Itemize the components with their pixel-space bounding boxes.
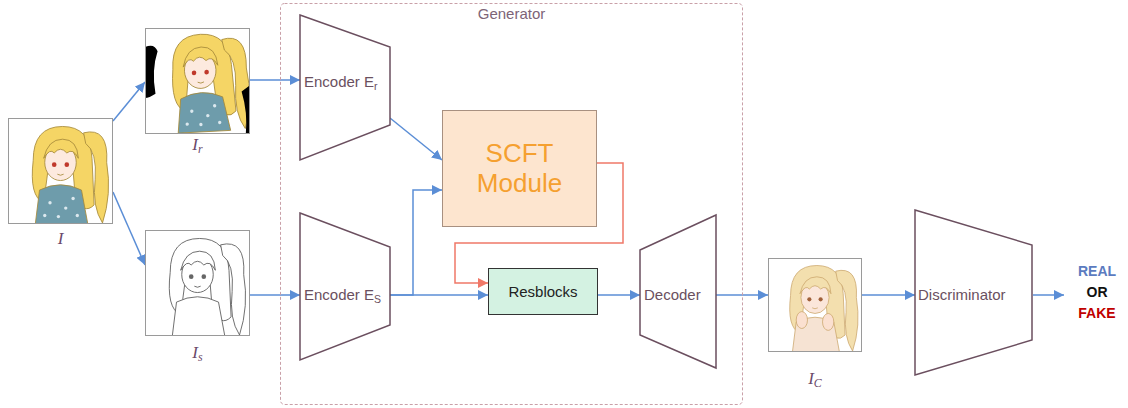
flow-arrow: [250, 79, 300, 81]
output-label-holder: OR: [1068, 283, 1126, 301]
sketch-image: [145, 230, 250, 336]
output-label-holder: FAKE: [1068, 304, 1126, 322]
image-label: IC: [769, 369, 861, 389]
character: [32, 126, 108, 224]
anime-image: [8, 118, 113, 224]
flow-arrow: [598, 294, 640, 296]
discriminator-trapezoid: Discriminator: [915, 210, 1032, 375]
colored-output-image: [768, 258, 862, 352]
reference-image: [145, 28, 250, 134]
decoder-trapezoid: Decoder: [640, 215, 716, 368]
resblock-box: Resblocks: [488, 268, 598, 315]
module-box: SCFT Module: [442, 110, 597, 227]
flow-arrow: [390, 118, 442, 160]
block-label: Encoder ES: [304, 286, 381, 304]
flow-arrow: [113, 82, 145, 121]
output-label: FAKE: [1068, 304, 1126, 322]
character-sketch: [169, 238, 245, 336]
block-label: Discriminator: [918, 286, 1006, 304]
warp-fill: [242, 85, 250, 134]
flow-arrow: [862, 294, 915, 296]
output-label: REAL: [1068, 262, 1126, 280]
block-label: SCFT Module: [465, 139, 575, 199]
output-label-holder: REAL: [1068, 262, 1126, 280]
image-frame: I: [8, 118, 113, 224]
image-frame: IC: [768, 258, 862, 352]
image-frame: Is: [145, 230, 250, 336]
generator-region: GeneratorEncoder Er Encoder ES SCFT Module…: [280, 3, 743, 405]
image-frame: Ir: [145, 28, 250, 134]
region-title: Generator: [280, 5, 743, 23]
warp-fill: [145, 46, 158, 98]
image-label: Is: [146, 343, 249, 363]
block-label: Resblocks: [508, 283, 577, 300]
image-label: Ir: [146, 135, 249, 155]
image-label: I: [9, 229, 112, 249]
character: [170, 32, 250, 133]
block-label: Encoder Er: [304, 73, 378, 91]
encoder-trapezoid: Encoder Er: [300, 15, 390, 160]
hand: [823, 313, 834, 330]
flow-arrow: [250, 294, 300, 296]
hand: [796, 312, 807, 329]
flow-arrow: [390, 190, 442, 295]
flow-arrow: [113, 192, 145, 265]
output-arrow: [1033, 294, 1064, 296]
flow-arrow: [390, 294, 488, 296]
block-label: Decoder: [644, 286, 701, 304]
output-label: OR: [1068, 283, 1126, 301]
character: [790, 266, 858, 352]
encoder-trapezoid: Encoder ES: [300, 213, 390, 360]
